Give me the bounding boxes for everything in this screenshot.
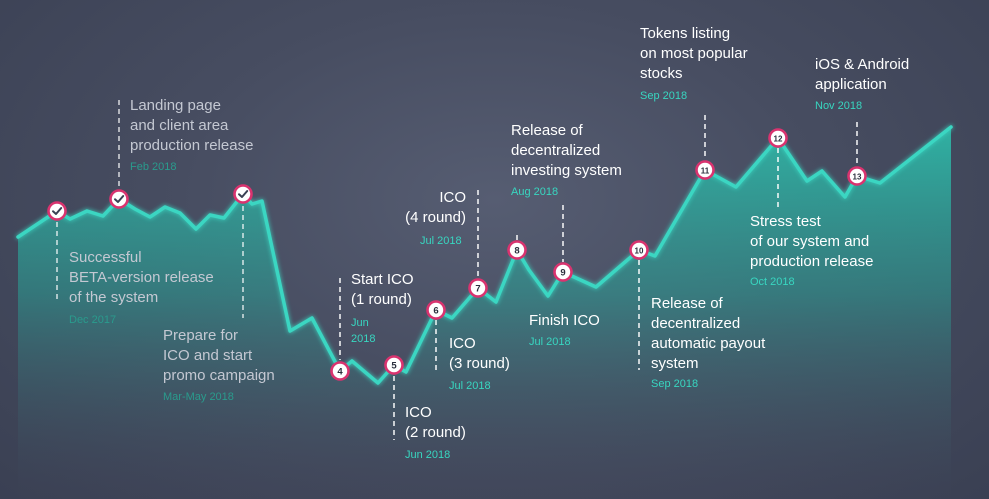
milestone-1-marker: [47, 201, 67, 221]
milestone-5-date: Jun 2018: [405, 449, 451, 461]
milestone-1-title: Successful BETA-version release of the s…: [69, 249, 214, 306]
milestone-13-title: iOS & Android application: [815, 56, 910, 93]
milestone-6-number: 6: [433, 305, 438, 316]
milestone-11-date: Sep 2018: [640, 90, 688, 102]
connector-lines: [56, 100, 858, 440]
milestone-7-marker: 7: [468, 278, 488, 298]
milestone-10-number: 10: [635, 246, 644, 255]
milestone-12-date: Oct 2018: [750, 276, 795, 288]
milestone-9-marker: 9: [553, 262, 573, 282]
milestone-5-number: 5: [391, 360, 397, 371]
checkmark-icon: [238, 190, 249, 198]
milestone-9-title: Finish ICO: [529, 312, 600, 329]
milestone-markers: 4 5 6 7 8 9 10 11 12 13: [47, 128, 867, 381]
milestone-13-marker: 13: [847, 166, 867, 186]
milestone-10-title: Release of decentralized automatic payou…: [651, 295, 766, 372]
milestone-13-number: 13: [853, 172, 862, 181]
milestone-5-marker: 5: [384, 355, 404, 375]
milestone-2-marker: [109, 189, 129, 209]
milestone-7-date: Jul 2018: [420, 235, 462, 247]
milestone-10-marker: 10: [629, 240, 649, 260]
milestone-2-date: Feb 2018: [130, 161, 177, 173]
milestone-12-number: 12: [774, 134, 783, 143]
milestone-4-title: Start ICO (1 round): [351, 271, 414, 308]
milestone-4-number: 4: [337, 366, 343, 377]
milestone-4-marker: 4: [330, 361, 350, 381]
milestone-8-marker: 8: [507, 240, 527, 260]
milestone-7-title: ICO (4 round): [405, 189, 466, 226]
milestone-2-title: Landing page and client area production …: [130, 97, 254, 154]
milestone-4-date: Jun 2018: [351, 317, 376, 345]
checkmark-icon: [114, 195, 125, 203]
milestone-11-title: Tokens listing on most popular stocks: [640, 25, 748, 82]
milestone-8-date: Aug 2018: [511, 186, 559, 198]
milestone-8-title: Release of decentralized investing syste…: [511, 122, 622, 179]
milestone-3-marker: [233, 184, 253, 204]
milestone-1-date: Dec 2017: [69, 314, 117, 326]
milestone-6-date: Jul 2018: [449, 380, 491, 392]
milestone-11-marker: 11: [695, 160, 715, 180]
timeline-area-fill: [18, 127, 951, 499]
milestone-9-date: Jul 2018: [529, 336, 571, 348]
milestone-8-number: 8: [514, 245, 519, 256]
milestone-6-marker: 6: [426, 300, 446, 320]
milestone-6-title: ICO (3 round): [449, 335, 510, 372]
milestone-12-marker: 12: [768, 128, 788, 148]
milestone-12-title: Stress test of our system and production…: [750, 213, 874, 270]
milestone-9-number: 9: [560, 267, 565, 278]
milestone-3-date: Mar-May 2018: [163, 391, 234, 403]
milestone-7-number: 7: [475, 283, 480, 294]
milestone-5-title: ICO (2 round): [405, 404, 466, 441]
milestone-10-date: Sep 2018: [651, 378, 699, 390]
checkmark-icon: [52, 207, 63, 215]
milestone-11-number: 11: [701, 166, 710, 175]
milestone-13-date: Nov 2018: [815, 100, 863, 112]
milestone-3-title: Prepare for ICO and start promo campaign: [163, 327, 275, 384]
